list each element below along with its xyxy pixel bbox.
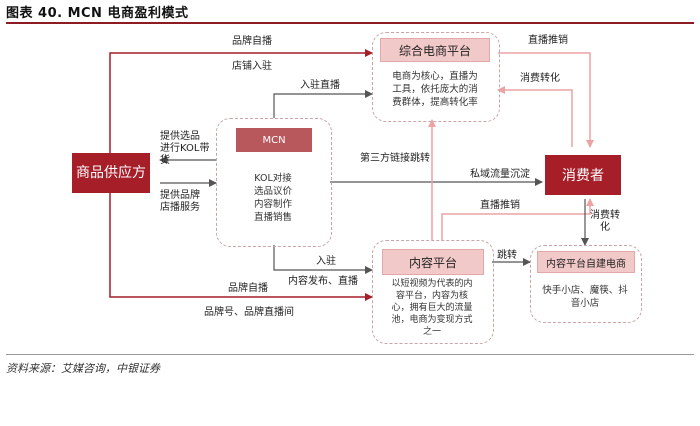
arrow-supplier-to-content <box>109 192 373 301</box>
edge-label-line: 提供品牌 <box>160 190 200 201</box>
self-ecom-description: 快手小店、魔筷、抖 音小店 <box>534 284 636 310</box>
self-ecom-group <box>530 245 642 323</box>
content-group <box>372 240 494 344</box>
edge-label-line: 进行KOL带 <box>160 143 210 154</box>
mcn-node: MCN <box>236 128 312 152</box>
edge-label-provide-brand: 提供品牌 店播服务 <box>160 190 200 214</box>
consumer-node: 消费者 <box>545 155 621 195</box>
edge-label-live-push-mid: 直播推销 <box>480 200 520 211</box>
content-desc-line: 容平台，内容为核 <box>395 291 468 301</box>
content-desc-line: 池，电商为变现方式 <box>391 315 473 325</box>
figure-title: 图表 40. MCN 电商盈利模式 <box>6 6 189 21</box>
edge-label-line: 化 <box>600 222 610 233</box>
edge-label-line: 货 <box>160 155 170 166</box>
edge-label-jump: 跳转 <box>497 250 517 261</box>
self-ecom-desc-line: 音小店 <box>570 298 600 309</box>
edge-label-third-party-link: 第三方链接跳转 <box>360 153 430 164</box>
arrow-content-to-consumer <box>441 198 594 240</box>
edge-label-brand-live-room: 品牌号、品牌直播间 <box>204 307 294 318</box>
self-ecom-desc-line: 快手小店、魔筷、抖 <box>542 285 628 296</box>
platform-label: 综合电商平台 <box>398 43 471 58</box>
supplier-node: 商品供应方 <box>72 153 150 193</box>
edge-label-consume-convert-right: 消费转 化 <box>590 210 620 234</box>
content-description: 以短视频为代表的内 容平台，内容为核 心，拥有巨大的流量 池，电商为变现方式 之… <box>376 278 488 338</box>
mcn-desc-line: 直播销售 <box>253 212 292 223</box>
platform-desc-line: 工具，依托庞大的消 <box>392 84 478 95</box>
platform-description: 电商为核心，直播为 工具，依托庞大的消 费群体，提高转化率 <box>376 70 494 109</box>
arrow-consumer-to-platform <box>497 86 573 147</box>
arrow-platform-to-consumer <box>498 52 594 148</box>
footer-rule <box>6 354 694 355</box>
mcn-description: KOL对接 选品议价 内容制作 直播销售 <box>226 172 320 224</box>
self-ecom-node: 内容平台自建电商 <box>537 251 635 273</box>
platform-desc-line: 电商为核心，直播为 <box>392 71 478 82</box>
platform-node: 综合电商平台 <box>380 38 490 62</box>
platform-desc-line: 费群体，提高转化率 <box>392 97 478 108</box>
edge-label-line: 提供选品 <box>160 131 200 142</box>
edge-label-line: 消费转 <box>590 210 620 221</box>
content-node: 内容平台 <box>382 249 484 275</box>
edge-label-live-push-top: 直播推销 <box>528 35 568 46</box>
mcn-group <box>216 118 332 247</box>
edge-label-entry-live: 入驻直播 <box>300 80 340 91</box>
self-ecom-label: 内容平台自建电商 <box>546 258 626 270</box>
supplier-label: 商品供应方 <box>76 164 146 181</box>
content-label: 内容平台 <box>408 255 457 270</box>
edge-label-content-publish: 内容发布、直播 <box>288 276 358 287</box>
platform-group <box>372 32 500 122</box>
arrow-mcn-to-content <box>273 245 373 274</box>
content-desc-line: 之一 <box>422 327 441 337</box>
edge-label-provide-select: 提供选品 进行KOL带 货 <box>160 131 209 167</box>
content-desc-line: 以短视频为代表的内 <box>391 279 473 289</box>
mcn-label: MCN <box>262 134 286 146</box>
title-rule <box>6 22 694 24</box>
mcn-desc-line: KOL对接 <box>254 173 292 184</box>
consumer-label: 消费者 <box>562 168 604 184</box>
mcn-desc-line: 选品议价 <box>253 186 292 197</box>
arrow-supplier-to-platform <box>109 49 373 153</box>
edge-label-brand-self-live-top: 品牌自播 <box>232 36 272 47</box>
edge-label-entry: 入驻 <box>316 256 336 267</box>
edge-label-consume-convert-top: 消费转化 <box>520 73 560 84</box>
content-desc-line: 心，拥有巨大的流量 <box>391 303 473 313</box>
source-note: 资料来源：艾媒咨询，中银证券 <box>6 362 160 375</box>
mcn-desc-line: 内容制作 <box>253 199 292 210</box>
edge-label-shop-entry: 店铺入驻 <box>232 61 272 72</box>
arrow-mcn-to-platform <box>273 90 373 118</box>
edge-label-line: 店播服务 <box>160 202 200 213</box>
edge-label-private-traffic: 私域流量沉淀 <box>470 169 530 180</box>
edge-label-brand-self-live-bottom: 品牌自播 <box>228 283 268 294</box>
